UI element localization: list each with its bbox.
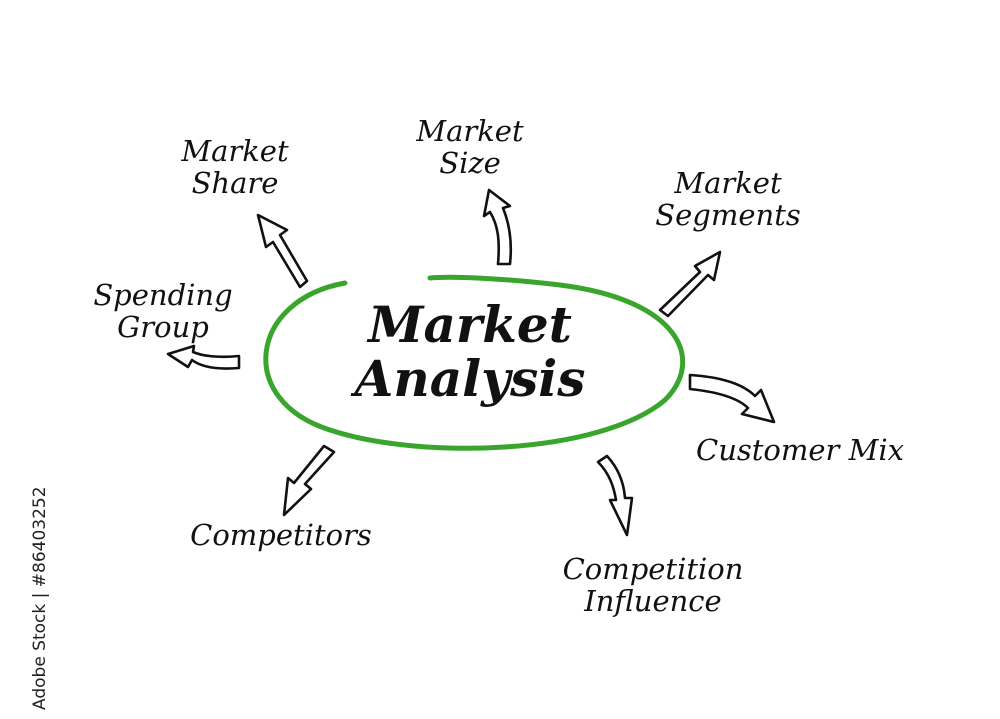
node-customer-mix: Customer Mix [668,433,932,467]
node-competition-influence-line2: Influence [584,583,722,618]
node-spending-group-line2: Group [117,309,209,344]
center-label-line1: Market [368,295,572,354]
node-spending-group: Spending Group [68,278,258,344]
node-customer-mix-line1: Customer Mix [696,433,904,467]
stock-watermark-text: Adobe Stock | #86403252 [30,486,50,710]
arrow-market-share [256,213,309,289]
arrow-competition-influence [596,454,634,537]
node-market-size: Market Size [390,114,550,180]
stock-watermark: Adobe Stock | #86403252 [8,486,50,710]
node-market-share-line1: Market [181,134,289,168]
arrow-market-size [482,188,513,266]
node-competition-influence-line1: Competition [562,552,744,586]
arrow-competitors [282,444,336,517]
node-market-share: Market Share [150,134,320,200]
node-competitors: Competitors [168,518,394,552]
node-market-segments-line1: Market [674,166,782,200]
arrow-customer-mix [688,373,776,424]
node-market-size-line1: Market [416,114,524,148]
node-spending-group-line1: Spending [93,278,233,312]
node-market-segments-line2: Segments [655,197,801,232]
center-ellipse [263,274,686,451]
node-market-segments: Market Segments [628,166,828,232]
node-competitors-line1: Competitors [190,518,372,552]
node-market-share-line2: Share [191,165,279,200]
node-competition-influence: Competition Influence [530,552,776,618]
center-label-line2: Analysis [354,349,586,408]
arrow-market-segments [658,250,722,318]
arrow-spending-group [166,344,241,370]
node-market-size-line2: Size [439,145,501,180]
center-label: Market Analysis [330,298,610,406]
